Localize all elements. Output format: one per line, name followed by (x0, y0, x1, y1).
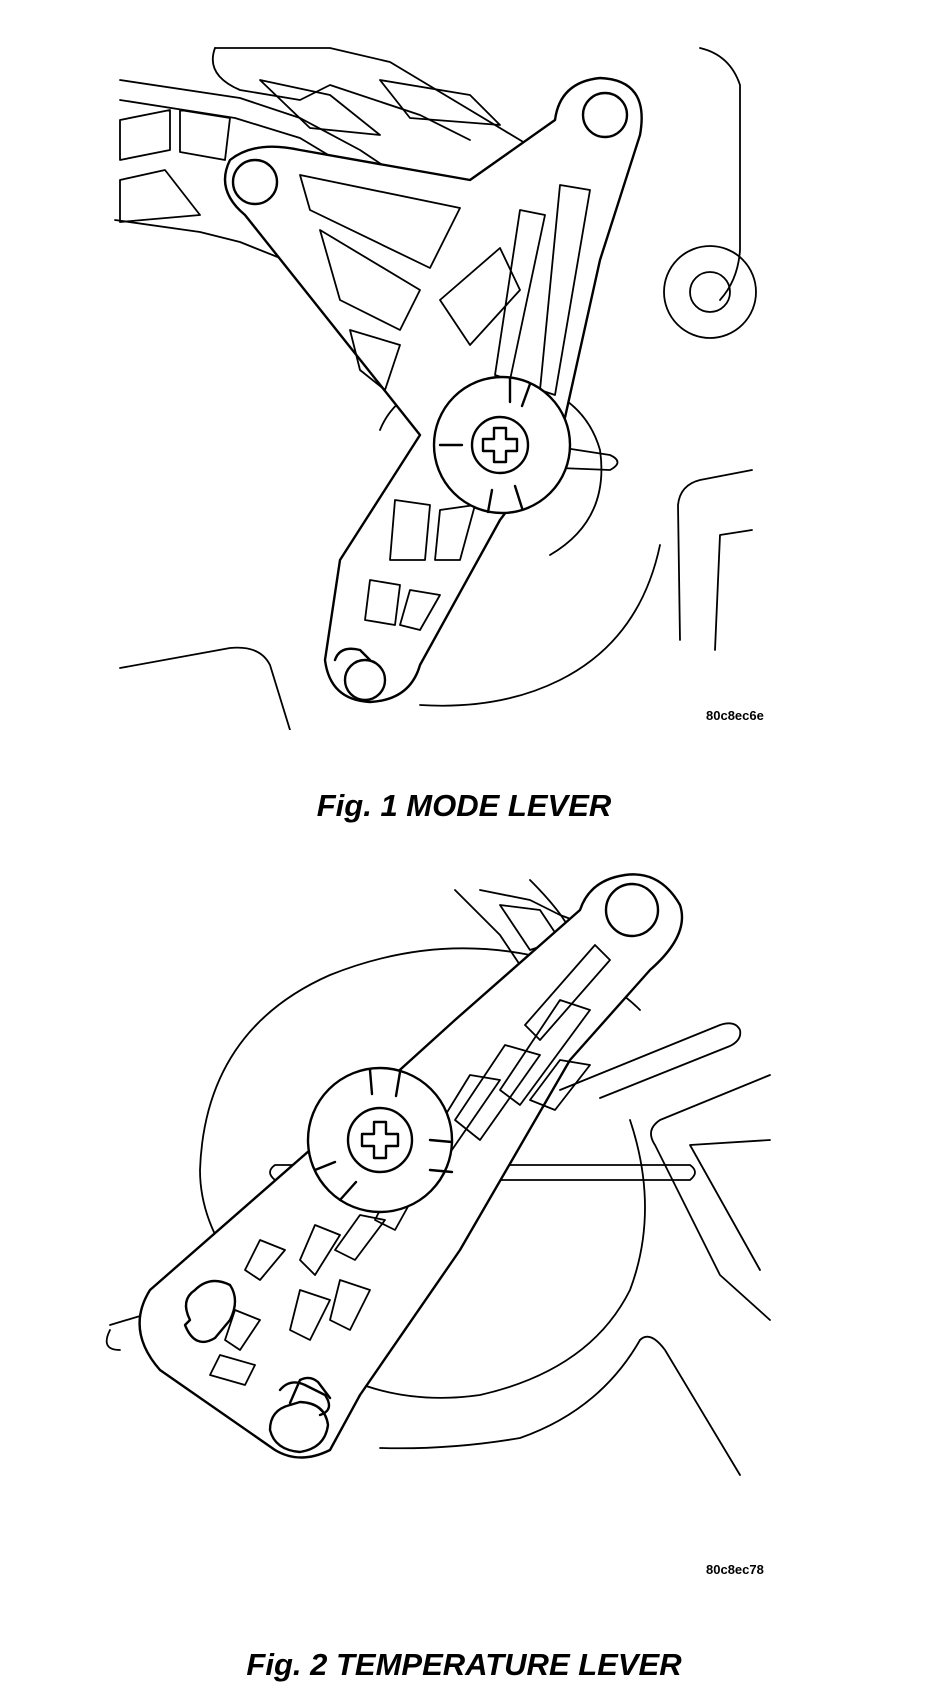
housing-right-rod-upper (559, 1022, 742, 1099)
housing-lower-left (114, 219, 291, 263)
lever-slot-left (183, 1279, 237, 1343)
figure-temperature-lever: 80c8ec78 Fig. 2 TEMPERATURE LEVER (0, 850, 928, 1702)
hub-pin (544, 444, 619, 471)
hub-screw-head (470, 415, 530, 475)
lever-rib-cutouts (209, 944, 611, 1386)
phillips-cross-icon (481, 426, 519, 464)
hub-horizontal-rod (269, 1164, 696, 1181)
housing-right-contour (699, 47, 741, 301)
housing-right-panel (677, 469, 753, 651)
lever-stub-pin (288, 1376, 332, 1405)
housing-mount-ring-outer (663, 245, 757, 339)
lever-hole-bottom-cap (268, 1400, 330, 1454)
temperature-lever-illustration (105, 873, 771, 1476)
mode-lever-illustration (114, 47, 757, 730)
lever-hub-outer (432, 375, 572, 515)
lever-hole-bottom (343, 658, 387, 702)
housing-upper-slots (259, 79, 501, 136)
figure-code: 80c8ec6e (706, 708, 764, 723)
housing-right-panel (650, 1074, 771, 1321)
housing-lower-right (639, 1335, 741, 1476)
lever-bottom-clip (278, 1381, 331, 1417)
hub-notches (438, 376, 532, 514)
lever-hole-top (604, 882, 660, 938)
figure-mode-lever: 80c8ec6e Fig. 1 MODE LEVER (0, 0, 928, 850)
figure-caption: Fig. 2 TEMPERATURE LEVER (246, 1647, 682, 1682)
mode-lever-drawing (0, 0, 928, 730)
lever-hole-top (581, 91, 629, 139)
hub-screw-head (346, 1106, 414, 1174)
housing-mount-ring-inner (689, 271, 731, 313)
housing-lower-arc (419, 544, 661, 707)
temperature-lever-drawing (0, 850, 928, 1590)
phillips-cross-icon (360, 1120, 400, 1160)
housing-lower-left-panel (119, 646, 291, 730)
housing-large-circle-lower (349, 1119, 646, 1399)
lever-hub-outer (306, 1066, 454, 1214)
housing-outline-top-2 (119, 99, 351, 169)
lever-hole-left (231, 158, 279, 206)
hub-notches (313, 1068, 454, 1202)
figure-code: 80c8ec78 (706, 1562, 764, 1577)
housing-slots (119, 109, 231, 223)
housing-top-bracket (454, 889, 601, 991)
lever-slot-bottom (333, 647, 372, 662)
figure-caption: Fig. 1 MODE LEVER (316, 788, 612, 823)
housing-lower-arc (379, 1339, 641, 1450)
housing-upper-bracket-2 (211, 47, 471, 141)
